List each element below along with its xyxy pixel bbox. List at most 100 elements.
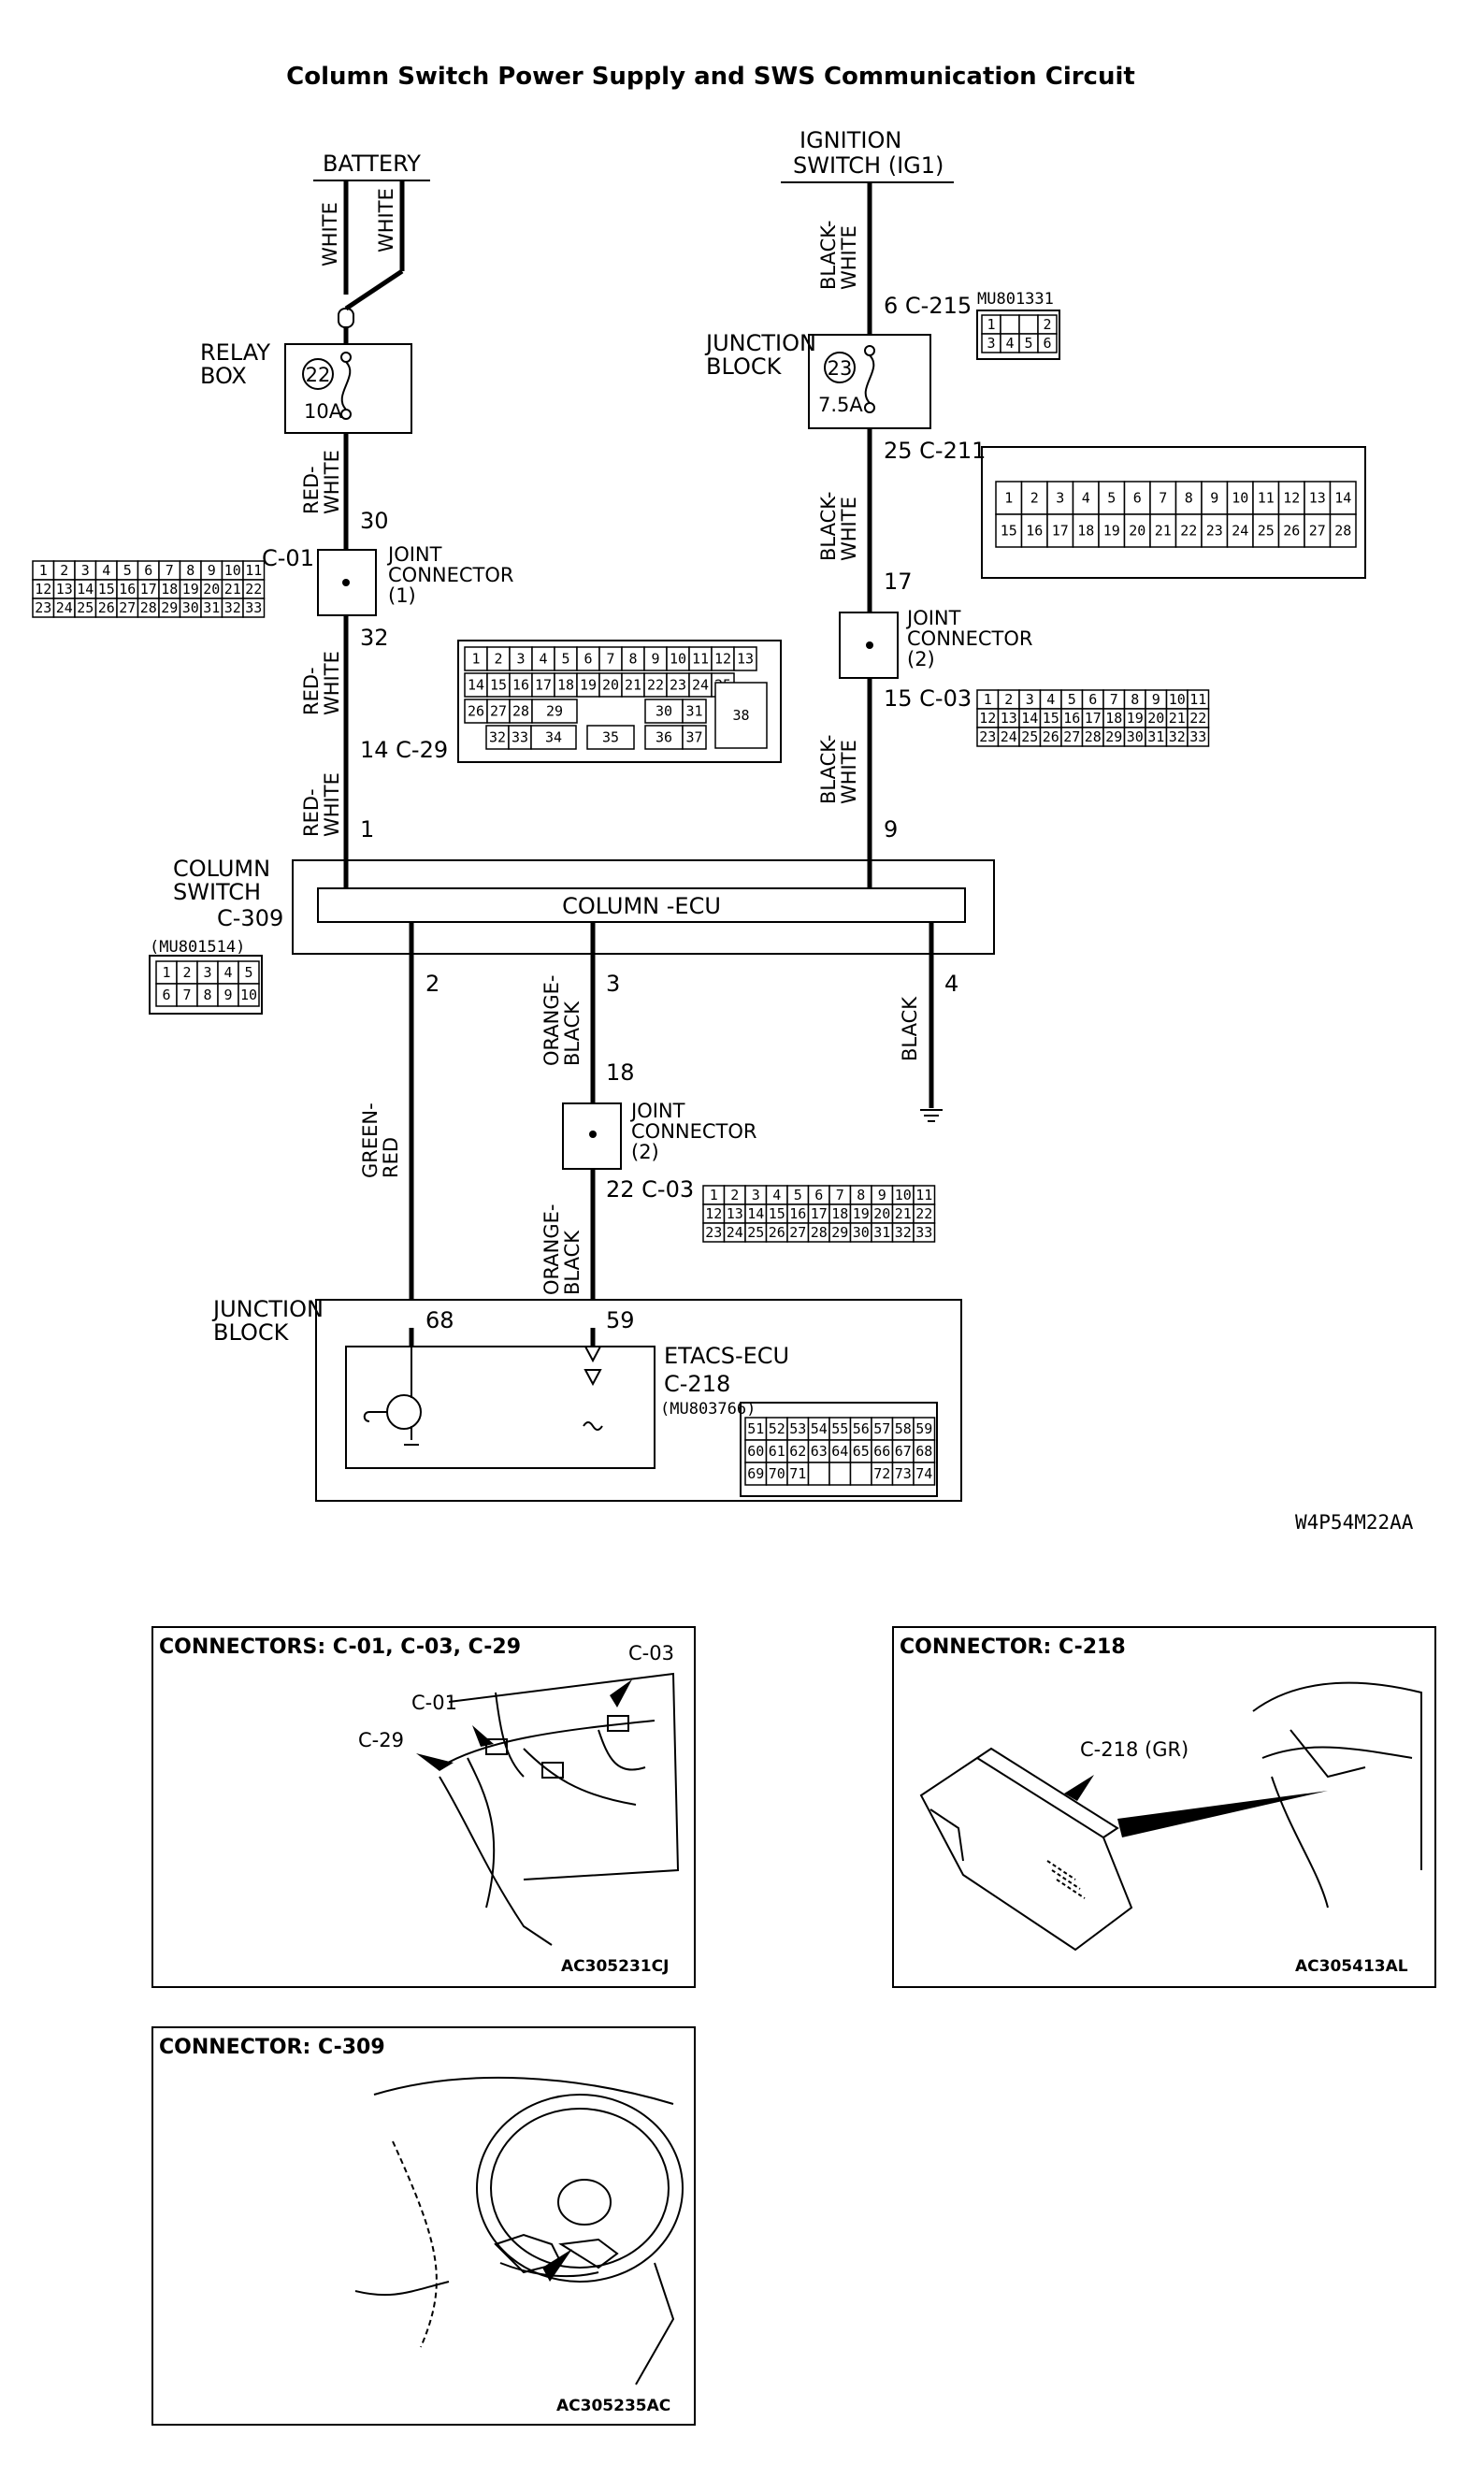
connector-c215-pin: 6 <box>1043 335 1051 352</box>
connector-c218-pin: 54 <box>811 1420 828 1437</box>
fuse-23-number: 23 <box>828 357 853 380</box>
connector-c03-right-pin: 32 <box>1169 728 1186 745</box>
connector-c03-right-pin: 8 <box>1131 691 1139 708</box>
connector-c309-pin: 5 <box>244 964 252 981</box>
connector-c03-bottom-pin: 26 <box>769 1224 785 1241</box>
connector-c211-pin: 9 <box>1210 490 1218 507</box>
connector-c218-pin: 66 <box>873 1443 890 1460</box>
wire-black-white-3-b: WHITE <box>838 740 860 804</box>
connector-c218-cell <box>913 1462 936 1486</box>
pin-17: 17 <box>884 569 913 595</box>
connector-joint1-pin: 31 <box>203 599 220 616</box>
connector-c309-cell <box>238 983 260 1007</box>
connector-c29-cell <box>733 646 757 671</box>
connector-c29-pin: 34 <box>545 729 562 746</box>
connector-c03-bottom-cell <box>913 1222 936 1243</box>
joint-connector-1-label-3: (1) <box>388 584 416 607</box>
connector-c29-cell <box>509 699 533 724</box>
connector-joint1-pin: 8 <box>186 562 195 579</box>
battery-wire-merge <box>344 268 404 311</box>
connector-c03-bottom-pin: 12 <box>705 1205 722 1222</box>
connector-joint1-pin: 13 <box>56 581 73 598</box>
connector-c29-cell <box>464 646 488 671</box>
connector-c29-pin: 36 <box>656 729 672 746</box>
wire-white-b: WHITE <box>375 188 397 252</box>
wire-red-white-1-a: RED- <box>300 466 323 514</box>
connector-c218-pin: 59 <box>915 1420 932 1437</box>
c03-arrow-icon <box>610 1679 632 1707</box>
connector-c211-cell <box>1072 513 1100 548</box>
c309-arrow-icon <box>542 2249 572 2282</box>
wire-green-red-b: RED <box>380 1137 402 1178</box>
connector-c29-pin: 10 <box>670 651 686 668</box>
connector-joint1-pin: 30 <box>182 599 199 616</box>
column-ecu-bar <box>317 887 966 923</box>
c211-pin-label: 25 C-211 <box>884 438 986 464</box>
connector-c218-pin: 70 <box>769 1465 785 1482</box>
connector-joint1-pin: 16 <box>119 581 136 598</box>
steering-column-illustration <box>354 2076 684 2385</box>
connector-c215-housing <box>976 310 1060 360</box>
panel-c218-title: CONNECTOR: C-218 <box>900 1635 1126 1659</box>
ignition-label-2: SWITCH (IG1) <box>793 152 944 179</box>
connector-c211-pin: 25 <box>1258 523 1275 540</box>
connector-c218-pin: 53 <box>789 1420 806 1437</box>
c03a-pin-label: 15 C-03 <box>884 685 972 712</box>
connector-c03-bottom-pin: 19 <box>853 1205 870 1222</box>
connector-c211-cell <box>1046 513 1074 548</box>
connector-c211-pin: 24 <box>1232 523 1248 540</box>
joint-connector-2b-label-2: CONNECTOR <box>631 1120 757 1143</box>
etacs-ecu-inner <box>345 1346 656 1469</box>
joint-connector-2b-label-3: (2) <box>631 1141 659 1163</box>
fuse-23-rating: 7.5A <box>818 394 863 416</box>
wire-white-a: WHITE <box>319 202 341 267</box>
connector-c211-cell <box>1201 513 1229 548</box>
connector-c29-pin: 11 <box>692 651 709 668</box>
connector-c29-pin: 4 <box>539 651 547 668</box>
connector-c211-pin: 13 <box>1309 490 1326 507</box>
wire-black-white-2-a: BLACK- <box>817 492 840 561</box>
connector-c29-cell <box>531 699 578 724</box>
connector-joint1-pin: 1 <box>39 562 48 579</box>
connector-c218-pin: 64 <box>831 1443 848 1460</box>
connector-joint1-pin: 33 <box>245 599 262 616</box>
connector-c03-right-pin: 2 <box>1004 691 1013 708</box>
connector-c29-pin: 27 <box>490 703 507 720</box>
pin-59: 59 <box>606 1307 635 1333</box>
connector-c211-cell <box>1149 513 1177 548</box>
diagram-code: W4P54M22AA <box>1295 1511 1414 1534</box>
connector-c03-right-pin: 9 <box>1152 691 1160 708</box>
connector-c03-right-pin: 15 <box>1043 710 1059 727</box>
fuse-23-badge <box>824 352 856 383</box>
connector-c218-pin: 52 <box>769 1420 785 1437</box>
connector-c29-pin: 29 <box>546 703 563 720</box>
connector-c211-cell <box>1329 513 1357 548</box>
connector-c211-pin: 4 <box>1082 490 1090 507</box>
junction-block-top-label-2: BLOCK <box>706 353 783 380</box>
connector-joint1-pin: 26 <box>98 599 115 616</box>
junction-block-top-label-1: JUNCTION <box>704 330 816 356</box>
panel-c01-c03-c29-code: AC305231CJ <box>561 1957 669 1976</box>
connector-joint1-pin: 19 <box>182 581 199 598</box>
connector-c29-cell <box>554 646 578 671</box>
connector-c29-pin: 7 <box>606 651 614 668</box>
panel-c218 <box>892 1626 1436 1988</box>
connector-c29-pin: 28 <box>512 703 529 720</box>
relay-box-label-2: BOX <box>200 363 247 389</box>
relay-box-label-1: RELAY <box>200 339 270 366</box>
joint-connector-2a-label-2: CONNECTOR <box>907 627 1033 650</box>
wire-black: BLACK <box>899 996 921 1061</box>
connector-c29-pin: 20 <box>602 677 619 694</box>
connector-c29-cell <box>682 725 707 750</box>
connector-joint1-pin: 24 <box>56 599 73 616</box>
wire-splice <box>338 308 354 328</box>
connector-c03-bottom-pin: 27 <box>789 1224 806 1241</box>
connector-c215-pin: 4 <box>1005 335 1014 352</box>
connector-c03-bottom-pin: 31 <box>873 1224 890 1241</box>
connector-c211-cell <box>1304 513 1332 548</box>
wire-black-white-2-b: WHITE <box>838 497 860 561</box>
connector-c03-right-pin: 5 <box>1068 691 1076 708</box>
connector-c218-pin: 72 <box>873 1465 890 1482</box>
connector-c218-pin: 51 <box>747 1420 764 1437</box>
c01-label: C-01 <box>262 545 314 571</box>
